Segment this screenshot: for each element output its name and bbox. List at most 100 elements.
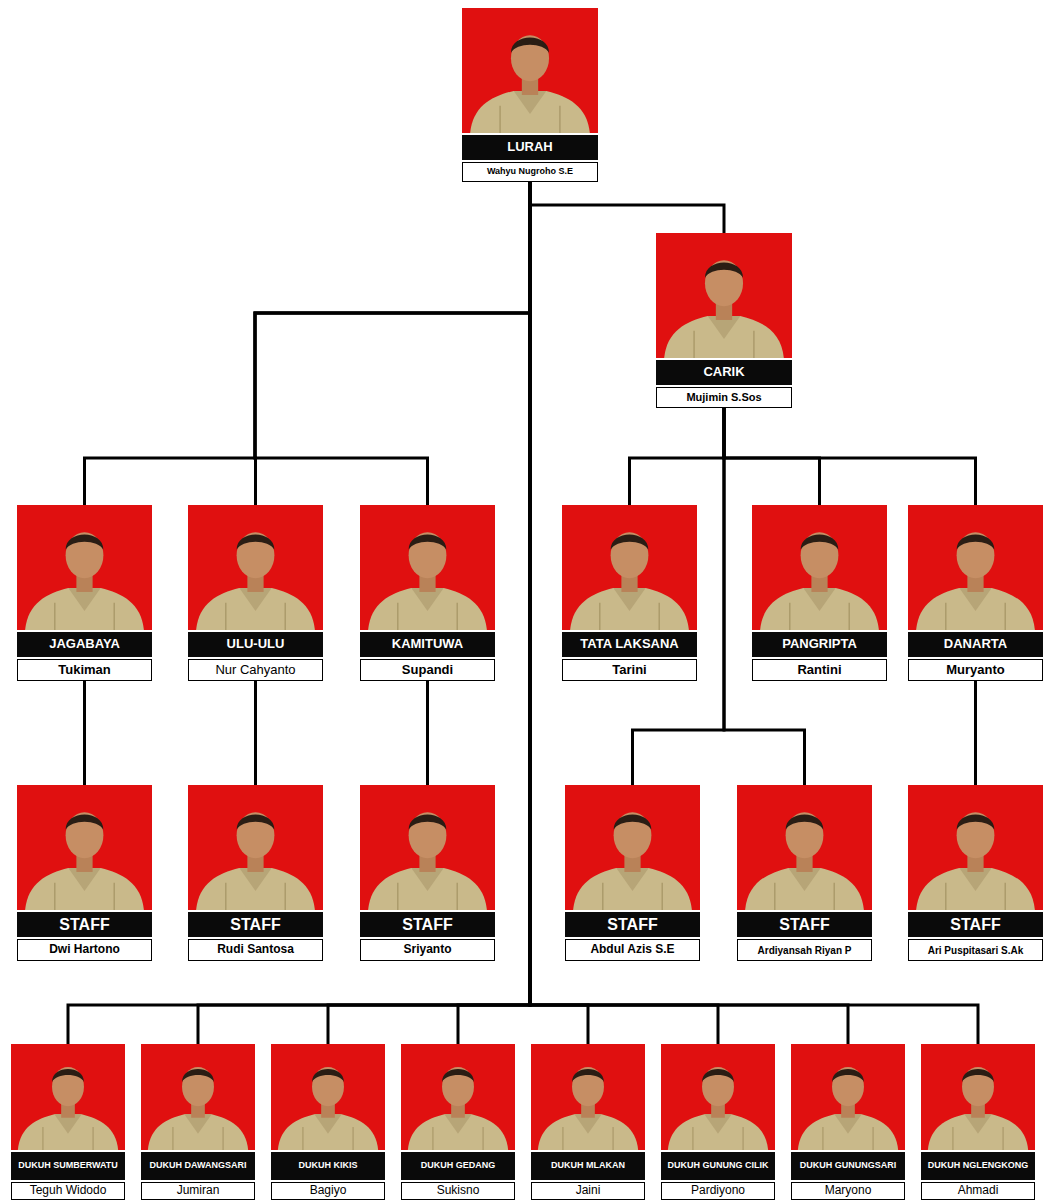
- photo: [661, 1044, 775, 1150]
- org-connector: [530, 182, 718, 1044]
- org-connector: [630, 408, 725, 505]
- photo-space: [921, 1044, 1035, 1150]
- person-name: Muryanto: [908, 659, 1043, 681]
- photo-space: [188, 505, 323, 630]
- person-name: Sriyanto: [360, 939, 495, 961]
- photo: [752, 505, 887, 630]
- role-label: DUKUH NGLENGKONG: [921, 1152, 1035, 1180]
- role-label: DUKUH SUMBERWATU: [11, 1152, 125, 1180]
- org-card: DANARTAMuryanto: [908, 505, 1043, 681]
- role-label: DUKUH DAWANGSARI: [141, 1152, 255, 1180]
- photo: [462, 8, 598, 133]
- person-name: Supandi: [360, 659, 495, 681]
- photo-space: [791, 1044, 905, 1150]
- org-card: PANGRIPTARantini: [752, 505, 887, 681]
- photo: [565, 785, 700, 910]
- org-connector: [974, 681, 977, 785]
- org-card: TATA LAKSANATarini: [562, 505, 697, 681]
- person-name: Tukiman: [17, 659, 152, 681]
- person-name: Pardiyono: [661, 1182, 775, 1200]
- person-name: Wahyu Nugroho S.E: [462, 162, 598, 182]
- photo: [921, 1044, 1035, 1150]
- role-label: PANGRIPTA: [752, 632, 887, 657]
- org-card: DUKUH GUNUNGSARI Maryono: [791, 1044, 905, 1200]
- org-card: STAFFArdiyansah Riyan P: [737, 785, 872, 961]
- role-label: CARIK: [656, 360, 792, 385]
- photo-space: [661, 1044, 775, 1150]
- role-label: STAFF: [737, 912, 872, 937]
- role-label: DANARTA: [908, 632, 1043, 657]
- photo: [11, 1044, 125, 1150]
- org-connector: [530, 182, 724, 233]
- person-name: Ahmadi: [921, 1182, 1035, 1200]
- org-connector: [85, 182, 531, 505]
- photo: [188, 785, 323, 910]
- photo: [401, 1044, 515, 1150]
- photo: [360, 785, 495, 910]
- photo: [17, 785, 152, 910]
- org-connector: [426, 681, 429, 785]
- org-connector: [83, 681, 86, 785]
- photo: [141, 1044, 255, 1150]
- photo: [562, 505, 697, 630]
- org-card: STAFFDwi Hartono: [17, 785, 152, 961]
- role-label: STAFF: [360, 912, 495, 937]
- role-label: JAGABAYA: [17, 632, 152, 657]
- role-label: STAFF: [17, 912, 152, 937]
- org-connector: [328, 182, 530, 1044]
- role-label: STAFF: [565, 912, 700, 937]
- photo: [791, 1044, 905, 1150]
- photo-space: [141, 1044, 255, 1150]
- role-label: TATA LAKSANA: [562, 632, 697, 657]
- person-name: Dwi Hartono: [17, 939, 152, 961]
- org-card: STAFFSriyanto: [360, 785, 495, 961]
- photo-space: [531, 1044, 645, 1150]
- photo: [531, 1044, 645, 1150]
- role-label: DUKUH GUNUNG CILIK: [661, 1152, 775, 1180]
- org-card: STAFFAbdul Azis S.E: [565, 785, 700, 961]
- person-name: Rantini: [752, 659, 887, 681]
- photo-space: [562, 505, 697, 630]
- org-card: JAGABAYATukiman: [17, 505, 152, 681]
- org-card: ULU-ULUNur Cahyanto: [188, 505, 323, 681]
- photo-space: [908, 785, 1043, 910]
- photo-space: [11, 1044, 125, 1150]
- photo: [908, 505, 1043, 630]
- person-name: Ardiyansah Riyan P: [737, 939, 872, 961]
- org-connector: [724, 408, 976, 505]
- role-label: LURAH: [462, 135, 598, 160]
- person-name: Mujimin S.Sos: [656, 387, 792, 408]
- photo-space: [908, 505, 1043, 630]
- role-label: DUKUH MLAKAN: [531, 1152, 645, 1180]
- photo-space: [462, 8, 598, 133]
- person-name: Maryono: [791, 1182, 905, 1200]
- photo-space: [17, 505, 152, 630]
- org-card: DUKUH GEDANG Sukisno: [401, 1044, 515, 1200]
- person-name: Jumiran: [141, 1182, 255, 1200]
- role-label: STAFF: [908, 912, 1043, 937]
- role-label: KAMITUWA: [360, 632, 495, 657]
- org-card: STAFFRudi Santosa: [188, 785, 323, 961]
- person-name: Ari Puspitasari S.Ak: [908, 939, 1043, 961]
- org-connector: [255, 182, 530, 505]
- role-label: STAFF: [188, 912, 323, 937]
- person-name: Abdul Azis S.E: [565, 939, 700, 961]
- org-connector: [254, 681, 257, 785]
- photo: [271, 1044, 385, 1150]
- photo-space: [752, 505, 887, 630]
- person-name: Rudi Santosa: [188, 939, 323, 961]
- photo: [656, 233, 792, 358]
- org-connector: [633, 408, 725, 785]
- org-card: DUKUH KIKISBagiyo: [271, 1044, 385, 1200]
- role-label: DUKUH GEDANG: [401, 1152, 515, 1180]
- org-card: DUKUH DAWANGSARI Jumiran: [141, 1044, 255, 1200]
- photo-space: [188, 785, 323, 910]
- role-label: DUKUH GUNUNGSARI: [791, 1152, 905, 1180]
- photo-space: [401, 1044, 515, 1150]
- org-card: DUKUH MLAKANJaini: [531, 1044, 645, 1200]
- photo: [17, 505, 152, 630]
- photo: [737, 785, 872, 910]
- photo-space: [565, 785, 700, 910]
- person-name: Sukisno: [401, 1182, 515, 1200]
- photo-space: [271, 1044, 385, 1150]
